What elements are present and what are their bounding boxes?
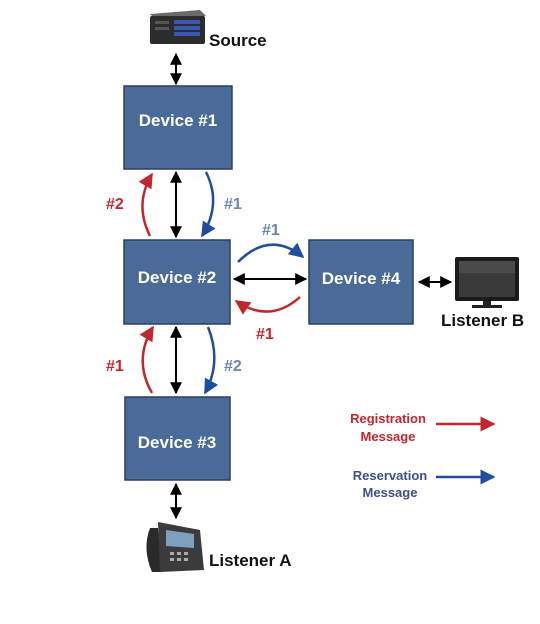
device-2-label: Device #2 bbox=[138, 268, 216, 287]
step-label-d1-to-d2: #1 bbox=[224, 196, 242, 213]
device-3-node: Device #3 bbox=[124, 396, 231, 481]
ip-phone-icon bbox=[146, 522, 204, 572]
legend-registration-line2: Message bbox=[361, 429, 416, 444]
legend-registration-line1: Registration bbox=[350, 411, 426, 426]
legend-reservation-line2: Message bbox=[363, 485, 418, 500]
server-icon bbox=[150, 10, 206, 44]
legend-reservation-line1: Reservation bbox=[353, 468, 427, 483]
step-label-d2-to-d3: #2 bbox=[224, 358, 242, 375]
reservation-arrow-d2-to-d3 bbox=[203, 326, 219, 395]
device-1-label: Device #1 bbox=[139, 111, 217, 130]
device-4-node: Device #4 bbox=[308, 239, 414, 325]
registration-arrow-d2-to-d1 bbox=[138, 172, 154, 237]
reservation-arrow-d1-to-d2 bbox=[200, 171, 216, 238]
legend: Registration Message Reservation Message bbox=[350, 411, 496, 500]
step-label-d2-to-d4: #1 bbox=[262, 222, 280, 239]
registration-arrow-d3-to-d2 bbox=[139, 325, 155, 394]
reservation-arrow-d2-to-d4 bbox=[237, 242, 305, 263]
source-label: Source bbox=[209, 31, 267, 50]
device-3-label: Device #3 bbox=[138, 433, 216, 452]
step-label-d4-to-d2: #1 bbox=[256, 326, 274, 343]
listener-a-label: Listener A bbox=[209, 551, 292, 570]
step-label-d2-to-d1: #2 bbox=[106, 196, 124, 213]
device-4-label: Device #4 bbox=[322, 269, 401, 288]
flat-panel-tv-icon bbox=[455, 257, 519, 308]
registration-arrow-d4-to-d2 bbox=[234, 296, 301, 315]
step-label-d3-to-d2: #1 bbox=[106, 358, 124, 375]
device-1-node: Device #1 bbox=[123, 85, 233, 170]
listener-b-label: Listener B bbox=[441, 311, 524, 330]
device-2-node: Device #2 bbox=[123, 239, 231, 325]
